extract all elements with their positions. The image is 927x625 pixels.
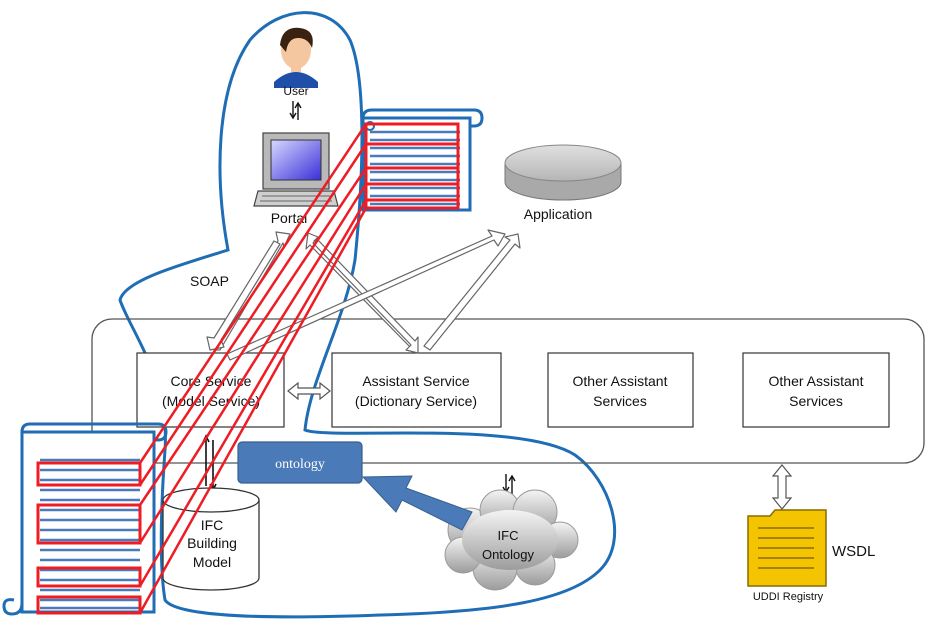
ontology-exchange-icon bbox=[502, 474, 516, 494]
ifc-ontology-label-2: Ontology bbox=[482, 547, 535, 562]
uddi-registry-document-icon bbox=[747, 509, 827, 587]
mapping-lines bbox=[138, 123, 368, 614]
soap-connections bbox=[206, 229, 521, 361]
ifc-instance-document-icon bbox=[2, 422, 168, 616]
uddi-link-icon bbox=[771, 464, 793, 510]
ontology-box bbox=[237, 441, 363, 484]
ifc-ontology-label-1: IFC bbox=[498, 528, 519, 543]
user-portal-exchange-icon bbox=[289, 101, 302, 120]
ontology-mapping-arrow bbox=[361, 475, 473, 531]
user-label: User bbox=[283, 84, 308, 98]
other-service-box-1 bbox=[547, 352, 694, 428]
query-result-document-icon bbox=[361, 108, 484, 212]
core-assistant-link-icon bbox=[287, 381, 331, 401]
ifc-model-label-2: Building bbox=[187, 535, 237, 551]
portal-label: Portal bbox=[271, 210, 308, 226]
core-service-box bbox=[136, 352, 285, 428]
ifc-model-label-1: IFC bbox=[201, 517, 224, 533]
computer-icon bbox=[253, 132, 339, 207]
ifc-building-model-cylinder-icon bbox=[162, 487, 260, 591]
service-bus-container bbox=[91, 318, 925, 464]
wsdl-label: WSDL bbox=[832, 543, 875, 560]
application-label: Application bbox=[524, 206, 593, 222]
assistant-service-label-2: (Dictionary Service) bbox=[355, 393, 477, 409]
uddi-label: UDDI Registry bbox=[753, 591, 824, 603]
assistant-service-label-1: Assistant Service bbox=[362, 373, 470, 389]
user-icon bbox=[274, 27, 318, 88]
soap-label: SOAP bbox=[190, 273, 229, 289]
other-service-box-2 bbox=[742, 352, 890, 428]
application-disk-icon bbox=[504, 144, 622, 201]
other-service-1-label-2: Services bbox=[593, 393, 647, 409]
other-service-2-label-1: Other Assistant bbox=[769, 373, 864, 389]
ifc-ontology-cloud-icon bbox=[444, 489, 579, 591]
scope-outline bbox=[118, 11, 617, 619]
other-service-1-label-1: Other Assistant bbox=[573, 373, 668, 389]
assistant-service-box bbox=[331, 352, 502, 428]
ontology-box-label: ontology bbox=[275, 457, 325, 472]
other-service-2-label-2: Services bbox=[789, 393, 843, 409]
ifc-model-label-3: Model bbox=[193, 554, 231, 570]
